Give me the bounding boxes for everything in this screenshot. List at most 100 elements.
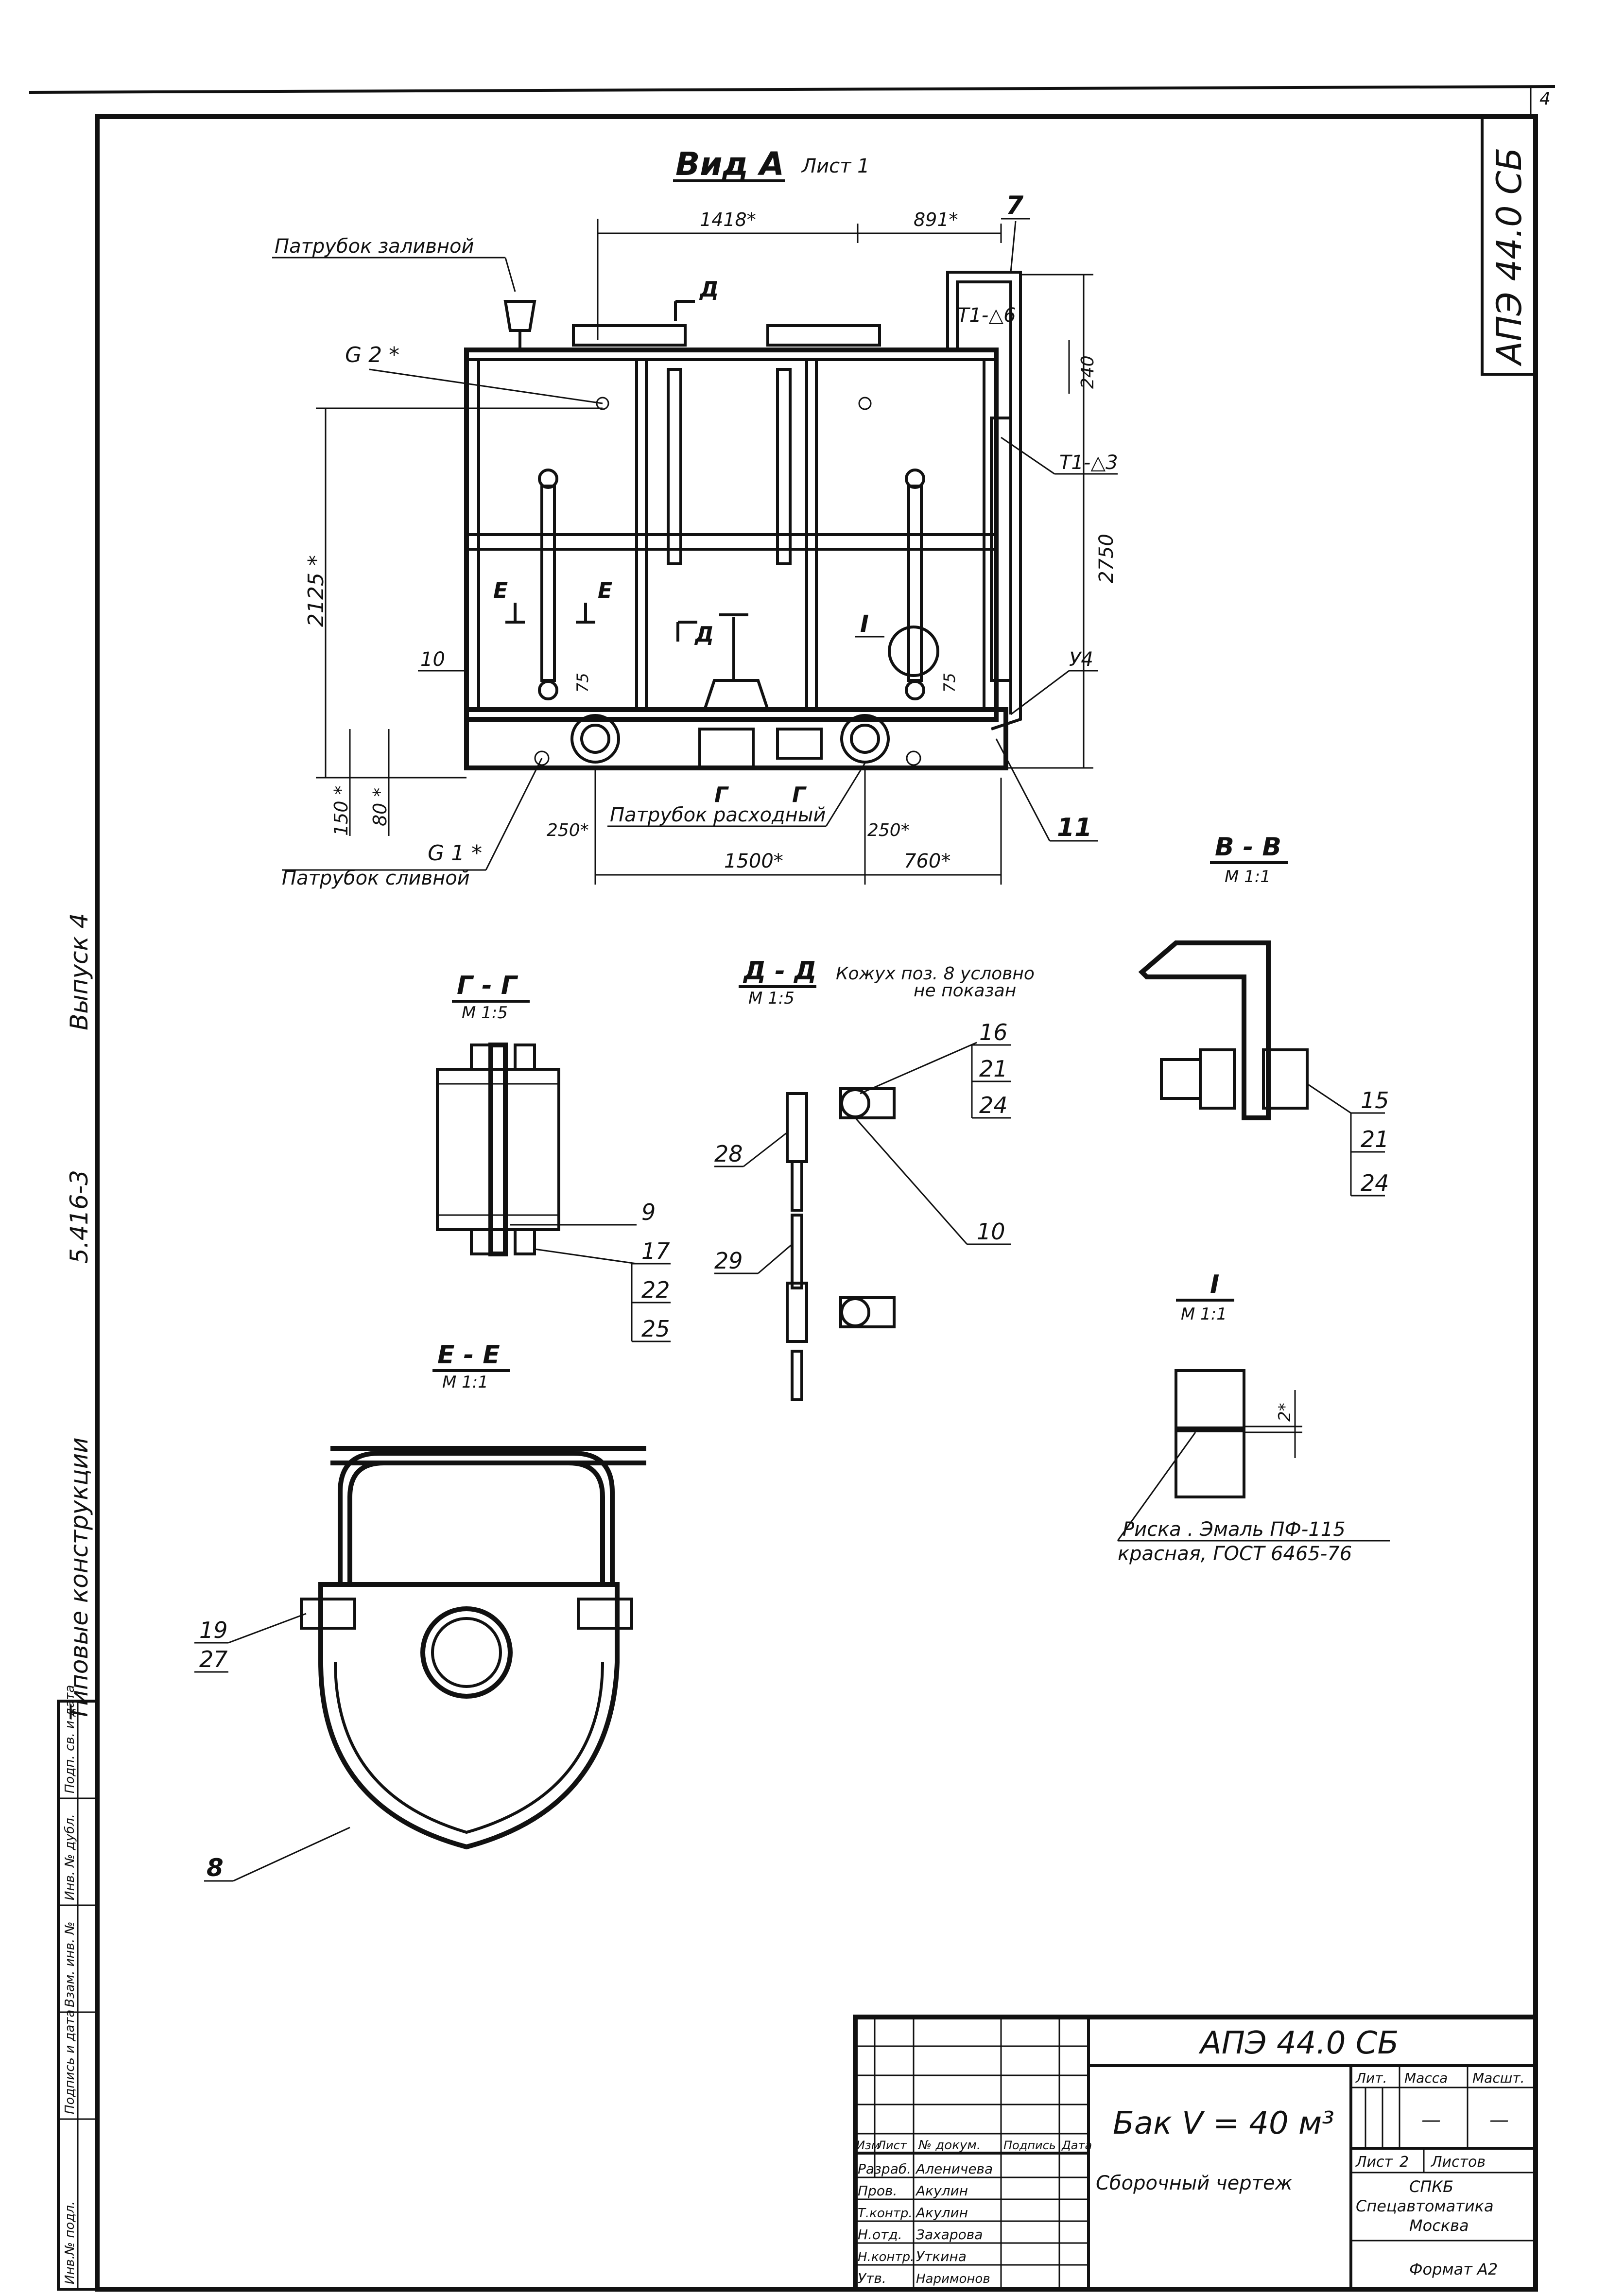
tb-col-2: № докум. <box>917 2138 981 2153</box>
section-vv-pos-1: 21 <box>1361 1126 1389 1152</box>
section-vv-pos-2: 24 <box>1361 1170 1389 1196</box>
tb-org-2: Спецавтоматика <box>1356 2197 1494 2215</box>
tb-scale-label: Масшт. <box>1472 2070 1525 2086</box>
tb-role-3: Н.отд. <box>858 2226 902 2243</box>
label-drain-pipe: Патрубок сливной <box>282 867 470 889</box>
view-a-sheet-ref: Лист 1 <box>801 155 870 177</box>
tb-role-0: Разраб. <box>858 2161 911 2177</box>
label-g2: G 2 * <box>345 343 399 367</box>
view-a-title: Вид А <box>675 145 784 183</box>
section-gg-pos-2: 22 <box>641 1277 670 1303</box>
series-margin: Типовые конструкции 5.416-3 Выпуск 4 <box>65 913 93 1721</box>
dim-250-left: 250* <box>547 820 589 840</box>
tb-scale-value: — <box>1489 2109 1509 2131</box>
section-gg-scale: М 1:5 <box>462 1003 508 1023</box>
detail-i-note-1: Риска . Эмаль ПФ-115 <box>1123 1518 1346 1541</box>
red-mark-line <box>1176 1426 1244 1432</box>
section-ee-title: Е - Е <box>437 1340 500 1370</box>
tb-name-1: Акулин <box>915 2183 968 2199</box>
tb-sheet-no: 2 <box>1400 2154 1409 2171</box>
dim-760: 760* <box>904 850 950 872</box>
detail-i: I М 1:1 2* Риска . Эмаль ПФ-115 красная,… <box>1117 1270 1390 1565</box>
dim-75-left: 75 <box>573 673 592 693</box>
section-gg-pos-0: 9 <box>641 1199 656 1225</box>
tb-org-3: Москва <box>1409 2216 1469 2235</box>
tb-name-5: Наримонов <box>916 2272 990 2286</box>
section-marker-e-right: Е <box>598 578 612 603</box>
dim-1500: 1500* <box>724 850 783 872</box>
section-dd-note-2: не показан <box>914 981 1016 1001</box>
tb-sheets-label: Листов <box>1431 2154 1486 2171</box>
dim-1418: 1418* <box>700 209 756 230</box>
detail-i-note-2: красная, ГОСТ 6465-76 <box>1118 1543 1352 1565</box>
section-dd-pos-1: 21 <box>979 1056 1008 1082</box>
label-weld-1: Т1-△6 <box>957 304 1016 327</box>
section-dd-pos-5: 29 <box>714 1248 743 1274</box>
section-dd-scale: М 1:5 <box>748 989 795 1008</box>
label-pos-11: 11 <box>1057 813 1092 842</box>
tb-lit-label: Лит. <box>1355 2070 1387 2086</box>
tb-sheet-label: Лист <box>1355 2154 1394 2171</box>
section-vv-pos-0: 15 <box>1361 1087 1389 1113</box>
tb-mass-value: — <box>1421 2109 1441 2131</box>
label-pos-4: У4 <box>1069 648 1093 671</box>
tb-name-2: Акулин <box>915 2205 968 2221</box>
dim-2125: 2125 * <box>304 555 328 627</box>
label-pos-7: 7 <box>1006 191 1024 220</box>
label-fill-pipe: Патрубок заливной <box>275 235 474 258</box>
dim-240: 240 <box>1078 355 1098 389</box>
tb-designation: АПЭ 44.0 СБ <box>1198 2025 1399 2061</box>
label-supply-pipe: Патрубок расходный <box>610 804 826 826</box>
section-ee-pos-1: 27 <box>199 1646 228 1672</box>
tb-role-5: Утв. <box>858 2270 886 2286</box>
dim-150: 150 * <box>330 785 352 836</box>
section-ee-pos-2: 8 <box>207 1854 224 1882</box>
section-gg-pos-1: 17 <box>641 1238 670 1264</box>
series-text: Типовые конструкции <box>65 1437 93 1721</box>
dim-891: 891* <box>914 209 958 230</box>
section-dd-pos-4: 10 <box>977 1218 1005 1245</box>
section-dd-pos-0: 16 <box>979 1019 1008 1045</box>
section-dd-pos-2: 24 <box>979 1092 1008 1118</box>
section-vv: В - В М 1:1 15 21 24 <box>1138 833 1389 1197</box>
tb-name-4: Уткина <box>916 2248 967 2264</box>
title-block: Изм Лист № докум. Подпись Дата Разраб. П… <box>853 2015 1538 2292</box>
tb-role-2: Т.контр. <box>858 2206 913 2221</box>
section-marker-g-left: Г <box>714 783 729 807</box>
stamp-cell-4: Подп. св. и дата <box>63 1685 77 1793</box>
section-dd: Д - Д М 1:5 Кожух поз. 8 условно не пока… <box>714 957 1035 1401</box>
dim-80: 80 * <box>369 788 391 826</box>
detail-marker-i: I <box>860 610 869 638</box>
section-marker-d-bottom: Д <box>694 622 714 647</box>
tb-col-4: Дата <box>1061 2139 1092 2152</box>
tb-mass-label: Масса <box>1404 2070 1448 2086</box>
section-gg-title: Г - Г <box>457 971 518 1000</box>
issue-number: Выпуск 4 <box>65 913 93 1030</box>
series-number: 5.416-3 <box>65 1170 93 1264</box>
stamp-cell-2: Взам. инв. № <box>63 1921 77 2007</box>
dim-75-right: 75 <box>940 673 959 693</box>
section-vv-scale: М 1:1 <box>1225 867 1271 887</box>
tb-format: Формат А2 <box>1409 2260 1498 2279</box>
label-weld-2: Т1-△3 <box>1059 452 1118 474</box>
section-dd-note-1: Кожух поз. 8 условно <box>836 964 1035 984</box>
stamp-cell-0: Инв.№ подл. <box>63 2201 77 2284</box>
sheet-frame: 4 АПЭ 44.0 СБ <box>29 85 1555 2292</box>
tb-org-1: СПКБ <box>1409 2177 1453 2196</box>
tb-doc-type: Сборочный чертеж <box>1096 2172 1293 2194</box>
label-pos-10: 10 <box>420 648 445 671</box>
section-marker-d-top: Д <box>699 277 719 302</box>
dim-250-right: 250* <box>867 820 910 840</box>
section-marker-g-right: Г <box>792 783 807 807</box>
stamp-cell-3: Инв. № дубл. <box>63 1814 77 1900</box>
stamp-cell-1: Подпись и дата <box>63 2010 77 2114</box>
label-g1: G 1 * <box>428 841 482 866</box>
section-ee: Е - Е М 1:1 19 27 8 <box>194 1340 646 1882</box>
corner-number: 4 <box>1539 89 1551 109</box>
section-dd-title: Д - Д <box>743 957 816 986</box>
tb-col-0: Изм <box>856 2139 880 2152</box>
view-a: Вид А Лист 1 <box>272 145 1118 889</box>
detail-i-title: I <box>1210 1270 1219 1299</box>
tb-name: Бак V = 40 м³ <box>1113 2105 1334 2141</box>
